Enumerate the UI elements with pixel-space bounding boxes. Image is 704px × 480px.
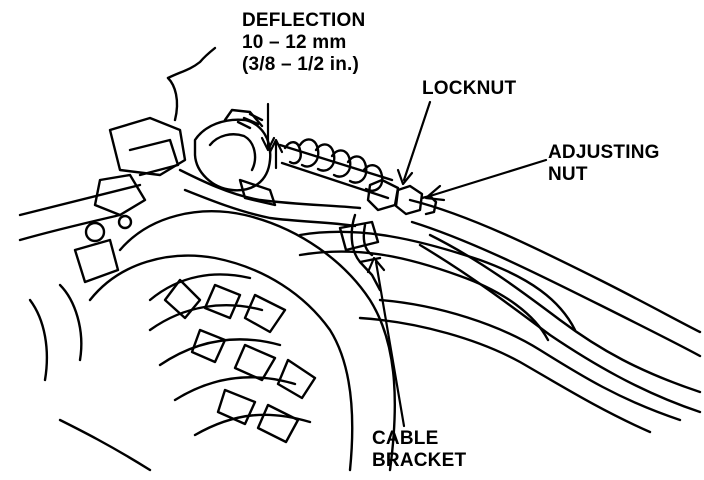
cable-boot <box>278 138 394 200</box>
intake-duct <box>58 210 396 472</box>
adjusting-nut-arrowhead <box>424 184 446 202</box>
cable-bracket-label-line1: CABLE <box>372 428 439 449</box>
adjusting-nut-label: ADJUSTING NUT <box>548 142 660 186</box>
cable-bracket-label: CABLE BRACKET <box>372 428 466 472</box>
deflection-label-metric: 10 – 12 mm <box>242 32 347 53</box>
throttle-drum <box>178 108 362 228</box>
throttle-cable-housing <box>408 198 702 414</box>
deflection-label: DEFLECTION 10 – 12 mm (3/8 – 1/2 in.) <box>242 10 365 76</box>
cable-bracket-assembly <box>338 178 438 292</box>
deflection-label-title: DEFLECTION <box>242 10 366 31</box>
hose <box>298 230 682 434</box>
adjusting-nut-leader <box>428 158 548 198</box>
locknut-label: LOCKNUT <box>422 78 517 99</box>
cable-bracket-leader <box>374 260 406 428</box>
deflection-arrowhead-down <box>260 136 276 152</box>
throttle-body <box>18 46 217 382</box>
locknut-leader <box>402 100 432 182</box>
cable-bracket-arrowhead <box>366 256 386 274</box>
adjusting-nut-label-line1: ADJUSTING <box>548 142 660 163</box>
deflection-arrowhead-up <box>268 138 284 154</box>
locknut-arrowhead <box>396 168 414 186</box>
leader-lines <box>260 100 548 428</box>
cable-bracket-label-line2: BRACKET <box>372 450 467 471</box>
adjusting-nut-label-line2: NUT <box>548 164 588 185</box>
deflection-label-imperial: (3/8 – 1/2 in.) <box>242 54 360 75</box>
